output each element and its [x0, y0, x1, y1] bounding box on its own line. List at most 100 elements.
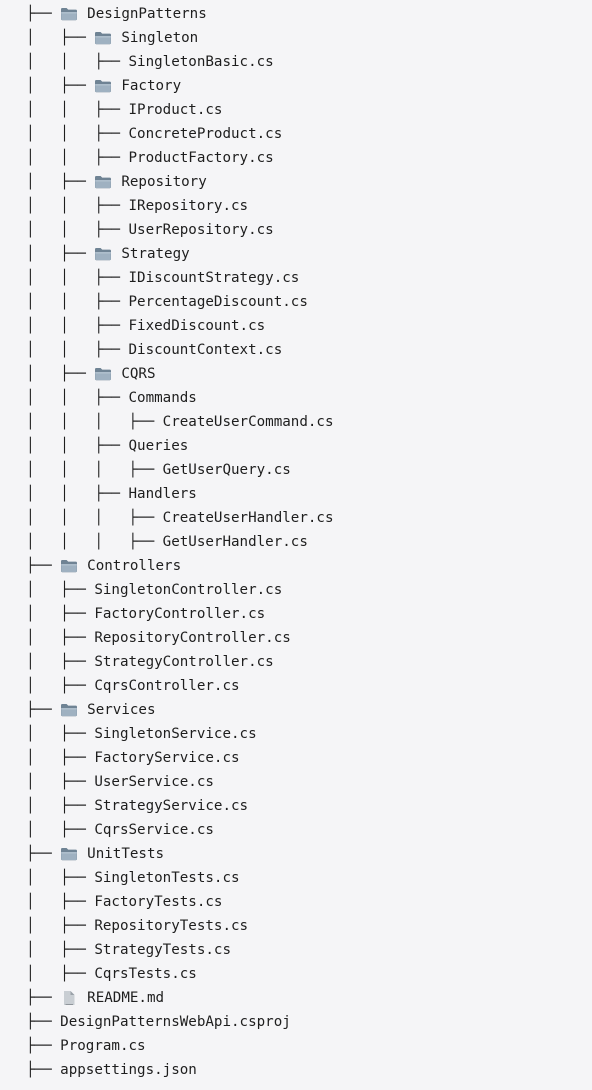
tree-branch-prefix: │ ├── [26, 582, 95, 598]
tree-branch-prefix: ├── [26, 1062, 61, 1078]
file-name: CqrsController.cs [94, 678, 240, 694]
file-name: DiscountContext.cs [128, 342, 283, 358]
tree-row[interactable]: │ ├── StrategyController.cs [26, 650, 274, 674]
tree-row[interactable]: │ ├── CqrsController.cs [26, 674, 240, 698]
tree-row[interactable]: │ │ ├── Commands [26, 386, 197, 410]
folder-name: DesignPatterns [87, 6, 207, 22]
tree-row[interactable]: ├── Controllers [26, 554, 181, 578]
folder-name: UnitTests [87, 846, 165, 862]
tree-row[interactable]: │ │ │ ├── CreateUserCommand.cs [26, 410, 334, 434]
tree-row[interactable]: │ │ ├── PercentageDiscount.cs [26, 290, 308, 314]
file-name: StrategyTests.cs [94, 942, 232, 958]
tree-row[interactable]: │ │ ├── DiscountContext.cs [26, 338, 282, 362]
file-name: README.md [87, 990, 165, 1006]
tree-branch-prefix: │ ├── [26, 654, 95, 670]
tree-branch-prefix: │ ├── [26, 750, 95, 766]
file-name: RepositoryController.cs [94, 630, 291, 646]
tree-row[interactable]: │ ├── CqrsService.cs [26, 818, 214, 842]
file-name: appsettings.json [60, 1062, 197, 1078]
tree-row[interactable]: │ │ │ ├── GetUserQuery.cs [26, 458, 291, 482]
document-icon [60, 990, 78, 1006]
file-name: CqrsTests.cs [94, 966, 197, 982]
tree-row[interactable]: ├── UnitTests [26, 842, 164, 866]
file-name: SingletonTests.cs [94, 870, 240, 886]
tree-row[interactable]: ├── Services [26, 698, 156, 722]
tree-row[interactable]: │ ├── FactoryTests.cs [26, 890, 222, 914]
file-name: SingletonService.cs [94, 726, 257, 742]
folder-icon [60, 846, 78, 862]
file-name: CreateUserHandler.cs [162, 510, 334, 526]
tree-row[interactable]: ├── DesignPatterns [26, 2, 207, 26]
tree-branch-prefix: │ ├── [26, 174, 95, 190]
tree-row[interactable]: │ │ ├── SingletonBasic.cs [26, 50, 274, 74]
file-name: FactoryController.cs [94, 606, 266, 622]
tree-row[interactable]: │ ├── SingletonTests.cs [26, 866, 240, 890]
tree-row[interactable]: │ │ ├── UserRepository.cs [26, 218, 274, 242]
tree-row[interactable]: │ ├── RepositoryTests.cs [26, 914, 248, 938]
tree-branch-prefix: │ ├── [26, 822, 95, 838]
tree-row[interactable]: │ │ ├── FixedDiscount.cs [26, 314, 265, 338]
tree-row[interactable]: │ ├── SingletonController.cs [26, 578, 282, 602]
folder-icon [94, 78, 112, 94]
tree-row[interactable]: │ ├── StrategyService.cs [26, 794, 248, 818]
tree-row[interactable]: │ │ ├── ProductFactory.cs [26, 146, 274, 170]
folder-name: Singleton [121, 30, 199, 46]
tree-branch-prefix: ├── [26, 846, 61, 862]
tree-branch-prefix: │ │ │ ├── [26, 534, 163, 550]
file-name: Queries [128, 438, 189, 454]
file-name: IProduct.cs [128, 102, 223, 118]
file-name: Handlers [128, 486, 197, 502]
tree-branch-prefix: ├── [26, 1014, 61, 1030]
tree-branch-prefix: │ │ ├── [26, 222, 129, 238]
tree-row[interactable]: │ │ │ ├── GetUserHandler.cs [26, 530, 308, 554]
tree-row[interactable]: │ ├── StrategyTests.cs [26, 938, 231, 962]
folder-name: Repository [121, 174, 207, 190]
file-name: RepositoryTests.cs [94, 918, 249, 934]
tree-row[interactable]: ├── Program.cs [26, 1034, 146, 1058]
tree-branch-prefix: │ ├── [26, 726, 95, 742]
tree-row[interactable]: │ ├── Strategy [26, 242, 190, 266]
tree-branch-prefix: │ │ ├── [26, 126, 129, 142]
file-name: UserRepository.cs [128, 222, 274, 238]
folder-icon [94, 366, 112, 382]
tree-row[interactable]: │ ├── Singleton [26, 26, 198, 50]
tree-row[interactable]: │ │ ├── IDiscountStrategy.cs [26, 266, 299, 290]
tree-row[interactable]: │ ├── FactoryService.cs [26, 746, 240, 770]
tree-row[interactable]: │ ├── SingletonService.cs [26, 722, 257, 746]
tree-row[interactable]: │ ├── FactoryController.cs [26, 602, 265, 626]
tree-row[interactable]: │ │ ├── IRepository.cs [26, 194, 248, 218]
tree-branch-prefix: │ ├── [26, 894, 95, 910]
tree-row[interactable]: │ ├── CQRS [26, 362, 156, 386]
folder-name: Factory [121, 78, 182, 94]
tree-branch-prefix: │ │ ├── [26, 342, 129, 358]
file-name: ConcreteProduct.cs [128, 126, 283, 142]
tree-row[interactable]: │ ├── CqrsTests.cs [26, 962, 197, 986]
tree-row[interactable]: │ ├── Factory [26, 74, 181, 98]
file-name: StrategyController.cs [94, 654, 274, 670]
tree-row[interactable]: ├── DesignPatternsWebApi.csproj [26, 1010, 291, 1034]
tree-row[interactable]: │ │ ├── ConcreteProduct.cs [26, 122, 282, 146]
tree-row[interactable]: │ ├── UserService.cs [26, 770, 214, 794]
tree-branch-prefix: │ ├── [26, 774, 95, 790]
tree-branch-prefix: │ ├── [26, 798, 95, 814]
tree-branch-prefix: │ ├── [26, 678, 95, 694]
folder-name: Services [87, 702, 156, 718]
tree-branch-prefix: │ ├── [26, 30, 95, 46]
tree-row[interactable]: │ │ ├── IProduct.cs [26, 98, 222, 122]
tree-row[interactable]: ├── appsettings.json [26, 1058, 197, 1082]
tree-row[interactable]: │ │ ├── Queries [26, 434, 188, 458]
tree-branch-prefix: │ ├── [26, 942, 95, 958]
tree-branch-prefix: │ │ ├── [26, 390, 129, 406]
tree-row[interactable]: ├── README.md [26, 986, 164, 1010]
tree-row[interactable]: │ ├── RepositoryController.cs [26, 626, 291, 650]
folder-icon [60, 558, 78, 574]
tree-row[interactable]: │ │ ├── Handlers [26, 482, 197, 506]
tree-branch-prefix: │ │ │ ├── [26, 462, 163, 478]
file-name: StrategyService.cs [94, 798, 249, 814]
tree-row[interactable]: │ │ │ ├── CreateUserHandler.cs [26, 506, 334, 530]
folder-name: Strategy [121, 246, 190, 262]
file-name: SingletonBasic.cs [128, 54, 274, 70]
tree-row[interactable]: │ ├── Repository [26, 170, 207, 194]
tree-branch-prefix: │ │ ├── [26, 294, 129, 310]
tree-branch-prefix: ├── [26, 990, 61, 1006]
